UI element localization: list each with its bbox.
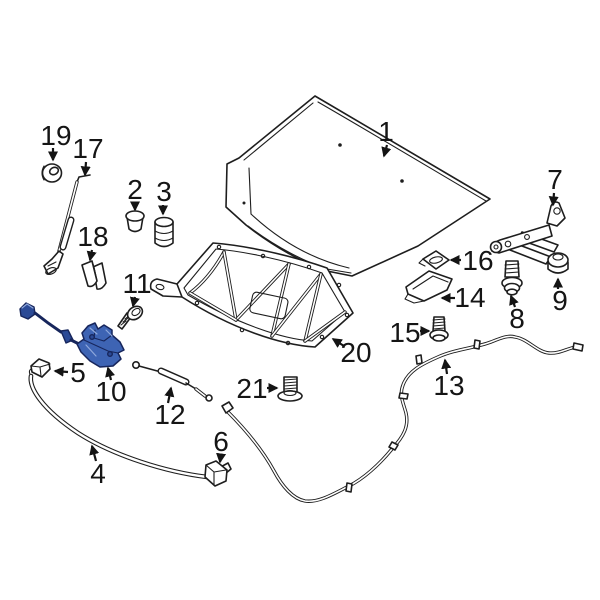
callout-arrows	[47, 144, 564, 464]
part-hood-release-cable[interactable]	[221, 334, 584, 503]
part-hood-insulator-pad[interactable]	[149, 242, 354, 348]
part-hood-hinge[interactable]	[489, 201, 566, 265]
part-clip-16[interactable]	[418, 250, 450, 270]
callout-arrow-18	[86, 249, 97, 262]
callout-labels: 1 2 3 4 5 6 7 8 9 10 11 12 13 14 15 16 1…	[40, 116, 567, 489]
part-latch-bolt[interactable]	[117, 303, 145, 330]
part-clip-5[interactable]	[30, 358, 51, 378]
callout-arrow-10	[105, 366, 115, 381]
callout-7[interactable]: 7	[547, 164, 563, 195]
callout-5[interactable]: 5	[70, 357, 86, 388]
callout-11[interactable]: 11	[122, 268, 151, 299]
callout-19[interactable]: 19	[40, 120, 71, 151]
callout-14[interactable]: 14	[454, 282, 485, 313]
part-bracket-14[interactable]	[404, 270, 453, 304]
callout-arrow-12	[164, 386, 175, 404]
callout-17[interactable]: 17	[72, 133, 103, 164]
part-hood-latch[interactable]	[19, 302, 125, 368]
callout-arrow-7	[548, 192, 559, 207]
callout-4[interactable]: 4	[90, 458, 106, 489]
callout-3[interactable]: 3	[156, 176, 172, 207]
callout-arrow-5	[53, 366, 69, 377]
part-pad-18[interactable]	[81, 260, 107, 290]
callout-12[interactable]: 12	[154, 399, 185, 430]
part-stud-21[interactable]	[277, 376, 303, 402]
part-overslam-bumper[interactable]	[154, 216, 174, 248]
callout-arrow-6	[216, 452, 227, 464]
callout-21[interactable]: 21	[236, 373, 267, 404]
callout-13[interactable]: 13	[433, 370, 464, 401]
part-grommet-9[interactable]	[547, 252, 569, 274]
callout-arrow-13	[441, 358, 452, 375]
part-bolt-15[interactable]	[429, 316, 449, 342]
part-hood-front-seal[interactable]	[28, 367, 232, 480]
callout-6[interactable]: 6	[213, 426, 229, 457]
callout-arrow-17	[80, 161, 91, 177]
callout-1[interactable]: 1	[378, 116, 394, 147]
callout-9[interactable]: 9	[552, 285, 568, 316]
callout-8[interactable]: 8	[509, 303, 525, 334]
part-hood-panel[interactable]	[225, 95, 491, 277]
callout-arrow-20	[331, 338, 345, 348]
callout-10[interactable]: 10	[95, 376, 126, 407]
callout-18[interactable]: 18	[77, 221, 108, 252]
callout-arrow-8	[509, 294, 519, 308]
callout-2[interactable]: 2	[127, 174, 143, 205]
part-bolt-8[interactable]	[501, 260, 523, 296]
part-hood-support-rod[interactable]	[43, 174, 91, 276]
part-clip-6[interactable]	[204, 460, 228, 487]
callout-20[interactable]: 20	[340, 337, 371, 368]
part-latch-release-cable[interactable]	[132, 360, 213, 402]
callout-arrow-11	[129, 296, 140, 308]
part-grommet-19[interactable]	[41, 163, 63, 183]
part-plug[interactable]	[125, 210, 145, 233]
callout-16[interactable]: 16	[462, 245, 493, 276]
callout-arrow-4	[89, 444, 100, 462]
callout-arrow-1	[381, 144, 392, 158]
callout-15[interactable]: 15	[389, 317, 420, 348]
